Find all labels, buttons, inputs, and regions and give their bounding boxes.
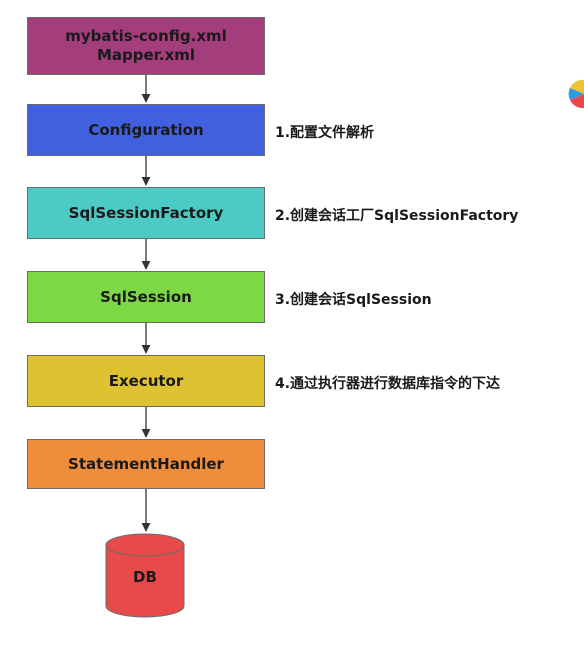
config-files-box: mybatis-config.xml Mapper.xml (27, 17, 265, 75)
sqlsessionfactory-label: SqlSessionFactory (68, 203, 224, 222)
step-1-label: 1.配置文件解析 (275, 125, 375, 141)
colorful-logo-icon (568, 79, 584, 109)
step-3-label: 3.创建会话SqlSession (275, 292, 432, 308)
executor-box: Executor (27, 355, 265, 407)
sqlsessionfactory-box: SqlSessionFactory (27, 187, 265, 239)
config-file-label-2: Mapper.xml (96, 46, 196, 64)
db-label: DB (133, 568, 157, 586)
statementhandler-label: StatementHandler (68, 454, 224, 473)
executor-label: Executor (108, 371, 184, 390)
configuration-label: Configuration (88, 120, 204, 139)
step-2-label: 2.创建会话工厂SqlSessionFactory (275, 208, 519, 224)
configuration-box: Configuration (27, 104, 265, 156)
sqlsession-label: SqlSession (100, 287, 192, 306)
step-4-label: 4.通过执行器进行数据库指令的下达 (275, 376, 501, 392)
sqlsession-box: SqlSession (27, 271, 265, 323)
config-file-label-1: mybatis-config.xml (65, 27, 227, 45)
db-cylinder (105, 533, 185, 618)
statementhandler-box: StatementHandler (27, 439, 265, 489)
